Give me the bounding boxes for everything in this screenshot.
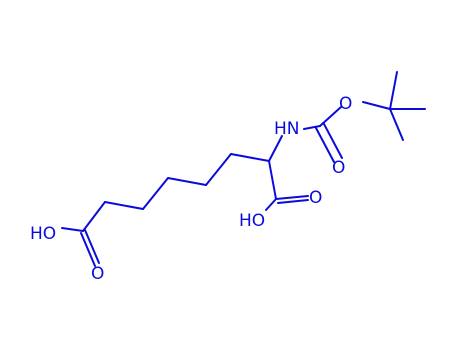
atom-carbamate-carbonyl-o: O [332, 158, 345, 178]
bond-calpha-cooh [268, 160, 277, 200]
bond-cooh-doubleo-b [277, 199, 309, 204]
atom-acid-alpha-carbonyl-o: O [309, 188, 322, 208]
atom-nh: HN [274, 119, 300, 139]
bond-cooh-doubleo-a [275, 195, 309, 200]
bond-tbu-c-me-top [389, 71, 398, 110]
bond-tbu-c-me-bottom [389, 108, 404, 141]
bond-terminal-oh [61, 227, 84, 232]
atom-acid-terminal-carbonyl-o: O [91, 264, 104, 284]
bond-cooh-oh [265, 198, 277, 211]
bond-chain-3 [167, 177, 207, 186]
bond-tbu-c-ch2 [362, 101, 391, 110]
bond-terminal-doubleo-a [80, 232, 96, 267]
bond-carbamate-c-n [303, 125, 321, 130]
atom-acid-terminal-oh: HO [30, 224, 56, 244]
bond-carbonyl-left [315, 127, 335, 163]
atom-carbamate-o: O [339, 94, 352, 114]
bond-chain-6 [82, 201, 106, 232]
bond-o-carbamate-c [319, 106, 342, 127]
bond-n-calpha [268, 135, 283, 162]
bond-carbonyl-right [323, 123, 343, 159]
bond-chain-4 [142, 177, 169, 210]
bond-chain-2 [205, 153, 232, 186]
atom-acid-alpha-oh: HO [239, 211, 265, 231]
bond-chain-5 [104, 201, 144, 210]
bond-terminal-doubleo-b [84, 229, 100, 264]
bond-chain-1 [230, 153, 270, 162]
